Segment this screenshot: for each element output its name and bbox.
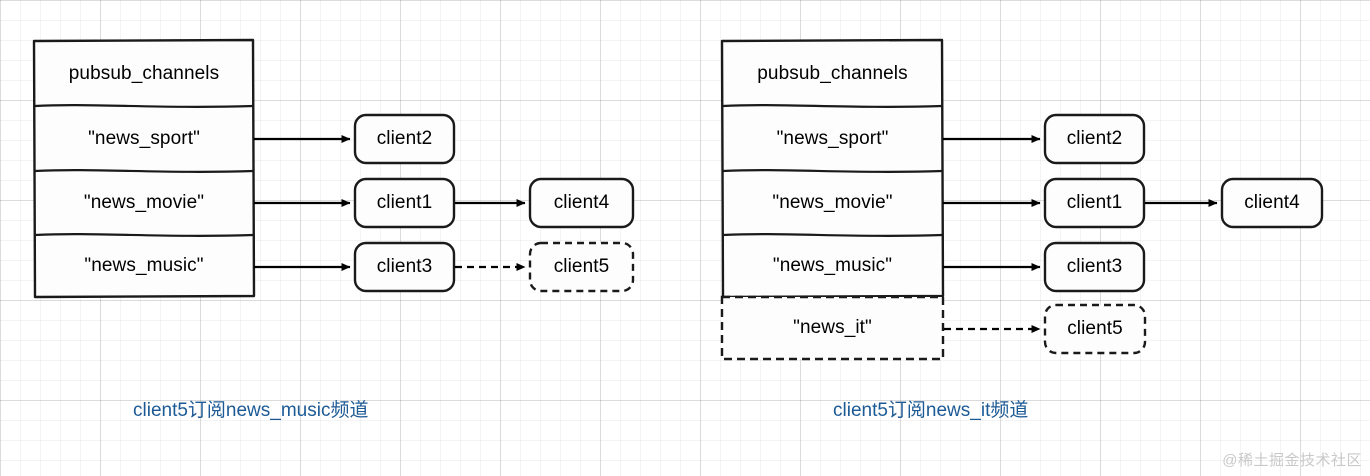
left-client1-box (353, 177, 456, 229)
right-client3-box (1043, 241, 1146, 293)
right-table-divider-1 (722, 104, 943, 108)
right-table-row-news-sport-label: "news_sport" (776, 127, 889, 149)
left-table-row-news-movie-label: "news_movie" (83, 192, 205, 213)
left-client2-label: client2 (376, 128, 433, 149)
right-client4-box (1220, 177, 1324, 229)
left-client1-label: client1 (376, 192, 433, 213)
left-client5-label: client5 (553, 256, 610, 277)
right-client3-label: client3 (1066, 256, 1123, 277)
right-table-divider-2 (722, 169, 943, 173)
watermark-text: @稀土掘金技术社区 (1222, 452, 1362, 469)
left-table-divider-3 (34, 233, 254, 237)
left-client4-label: client4 (553, 192, 610, 213)
right-table-header-label: pubsub_channels (757, 62, 908, 84)
left-pubsub-table (32, 38, 256, 299)
left-diagram-caption: client5订阅news_music频道 (133, 400, 369, 421)
left-client3-box (353, 241, 456, 293)
right-diagram-caption: client5订阅news_it频道 (833, 400, 1029, 421)
right-pubsub-table (720, 38, 945, 361)
left-table-divider-1 (34, 104, 254, 108)
right-client1-label: client1 (1066, 192, 1123, 213)
left-table-divider-2 (34, 169, 254, 173)
left-client4-box (528, 177, 635, 229)
left-table-row-news-sport-label: "news_sport" (88, 127, 200, 149)
right-table-row-news-it-dashed (720, 295, 945, 361)
right-client2-box (1043, 113, 1146, 165)
right-table-row-news-it-label: "news_it" (793, 317, 872, 338)
right-table-row-news-movie-label: "news_movie" (772, 192, 893, 213)
right-client4-label: client4 (1244, 192, 1300, 213)
left-client2-box (353, 113, 456, 165)
right-client2-label: client2 (1066, 128, 1123, 149)
right-client5-label: client5 (1067, 318, 1123, 339)
right-client5-box (1043, 303, 1147, 355)
right-table-row-news-music-label: "news_music" (772, 255, 893, 276)
left-table-header-label: pubsub_channels (68, 62, 220, 84)
left-client3-label: client3 (376, 256, 433, 277)
right-table-divider-3 (722, 233, 943, 237)
left-table-row-news-music-label: "news_music" (84, 255, 204, 276)
left-client5-box (528, 241, 635, 293)
right-client1-box (1043, 177, 1146, 229)
